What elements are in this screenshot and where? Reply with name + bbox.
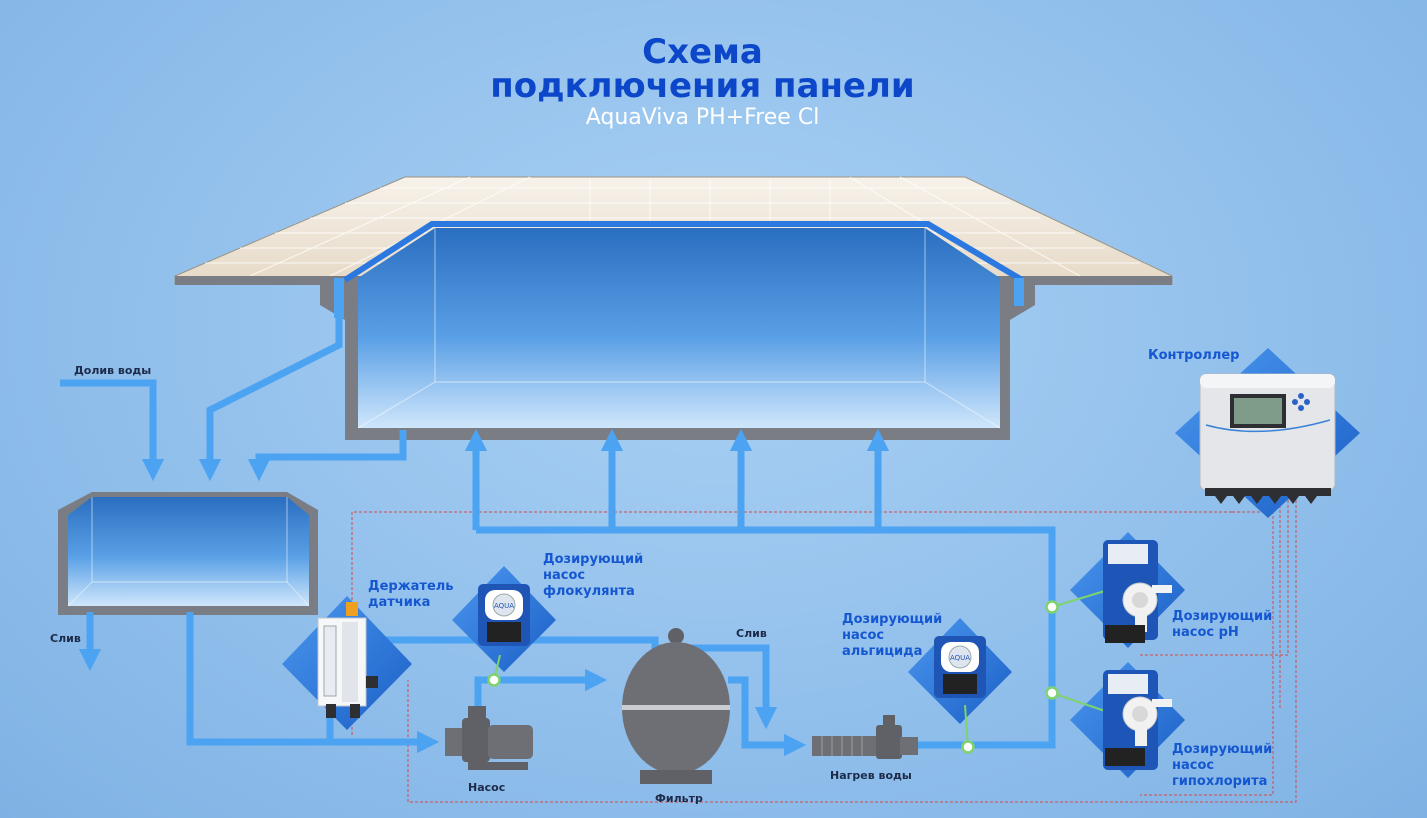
svg-text:AQUA: AQUA: [494, 602, 514, 610]
label-filter: Фильтр: [655, 792, 703, 805]
flocculant-dosing-pump-icon: AQUA: [478, 584, 530, 646]
label-pump: Насос: [468, 781, 506, 794]
ph-dosing-pump-icon: [1103, 540, 1172, 643]
label-water-refill: Долив воды: [74, 364, 152, 377]
label-heater: Нагрев воды: [830, 769, 912, 782]
label-drain-left: Слив: [50, 632, 81, 645]
sand-filter-icon: [622, 628, 730, 784]
pool: [174, 176, 1173, 440]
label-drain-mid: Слив: [736, 627, 767, 640]
pool-water: [358, 228, 1000, 428]
circulation-pump-icon: [445, 706, 533, 770]
label-sensor-holder: Держатель датчика: [368, 579, 454, 610]
dosing-lines: [493, 589, 1109, 748]
sensor-holder-icon: [317, 602, 378, 718]
title-line1: Схема: [642, 32, 763, 72]
controller-icon: [1199, 373, 1336, 504]
junction-points: [487, 600, 1059, 754]
label-algaecide-pump: Дозирующий насос альгицида: [842, 612, 943, 659]
label-flocculant-pump: Дозирующий насос флокулянта: [543, 552, 644, 599]
svg-text:AQUA: AQUA: [950, 654, 970, 662]
balance-tank: [58, 492, 318, 615]
subtitle: AquaViva PH+Free Cl: [585, 105, 820, 130]
water-heater-icon: [812, 715, 918, 759]
label-controller: Контроллер: [1148, 348, 1240, 363]
hypochlorite-dosing-pump-icon: [1103, 670, 1172, 770]
algaecide-dosing-pump-icon: AQUA: [934, 636, 986, 698]
label-ph-pump: Дозирующий насос pH: [1172, 609, 1273, 640]
water-pipes: [60, 318, 1056, 757]
title-line2: подключения панели: [490, 66, 915, 106]
label-hypochlorite-pump: Дозирующий насос гипохлорита: [1172, 742, 1273, 789]
